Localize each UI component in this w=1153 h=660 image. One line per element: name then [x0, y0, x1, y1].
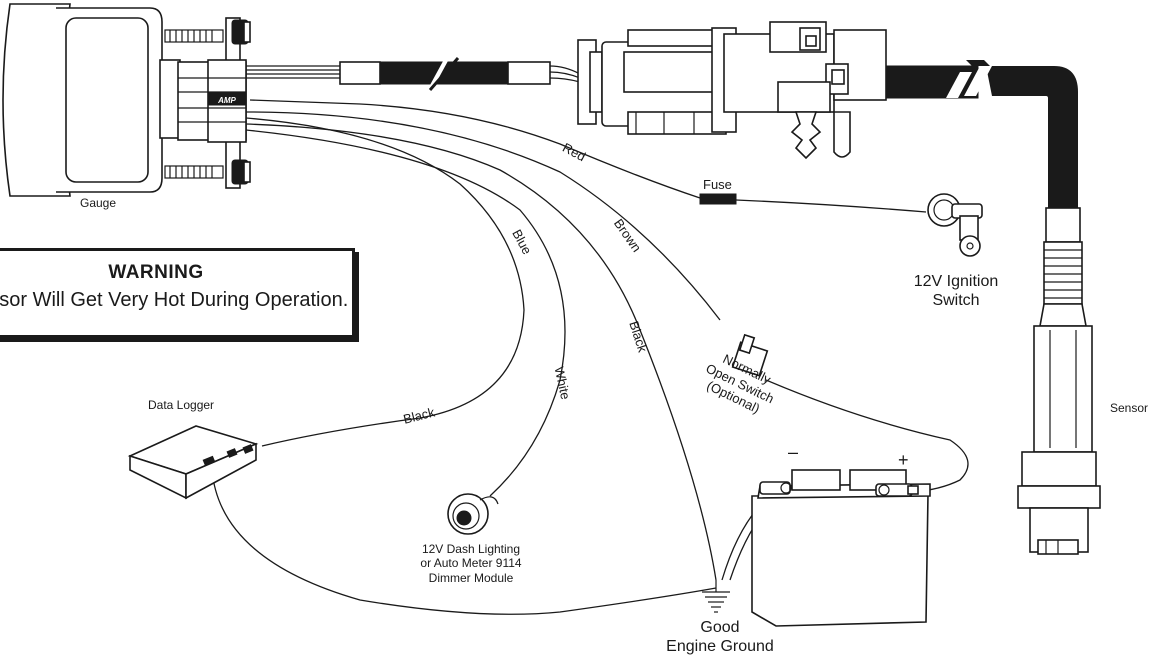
battery-positive-label: +	[898, 450, 909, 470]
dash-label-line2: or Auto Meter 9114	[420, 556, 522, 571]
amp-connector-label: AMP	[217, 96, 236, 105]
wire-label-black-logger: Black	[402, 404, 437, 426]
ground-label-line1: Good	[700, 619, 740, 636]
wire-label-red: Red	[560, 140, 588, 164]
battery-negative-label: –	[788, 442, 799, 462]
ignition-label-line2: Switch	[932, 292, 980, 310]
data-logger	[127, 425, 259, 500]
sensor-harness	[246, 21, 979, 160]
dash-light-socket	[447, 493, 499, 535]
battery	[751, 469, 931, 627]
warning-body: Sensor Will Get Very Hot During Operatio…	[0, 289, 349, 311]
gauge-label: Gauge	[80, 196, 117, 210]
ignition-label-line1: 12V Ignition	[913, 273, 999, 290]
gauge: AMP	[2, 3, 251, 197]
wire-labels: Red Brown Blue Black White Black	[402, 140, 651, 427]
dash-label-line3: Dimmer Module	[428, 570, 514, 585]
data-logger-label: Data Logger	[148, 398, 215, 412]
sensor	[946, 60, 1101, 555]
ignition-switch	[927, 193, 983, 257]
wire-label-blue: Blue	[509, 227, 534, 257]
dash-lighting-label: 12V Dash Lighting or Auto Meter 9114 Dim…	[406, 542, 536, 585]
warning-box: WARNING Sensor Will Get Very Hot During …	[0, 248, 355, 338]
sensor-label: Sensor	[1110, 401, 1149, 415]
ignition-switch-label: 12V Ignition Switch	[904, 272, 1008, 310]
wire-label-white: White	[552, 365, 574, 401]
wire-label-black-ground: Black	[626, 319, 650, 354]
ground-label: Good Engine Ground	[660, 618, 780, 656]
warning-title: WARNING	[108, 262, 204, 283]
wire-label-brown: Brown	[611, 216, 644, 255]
ground-label-line2: Engine Ground	[666, 638, 774, 656]
wires	[211, 99, 969, 615]
toggle-switch	[731, 333, 769, 377]
ground-symbol	[702, 580, 730, 613]
fuse-label: Fuse	[703, 177, 732, 192]
dash-label-line1: 12V Dash Lighting	[421, 542, 521, 556]
